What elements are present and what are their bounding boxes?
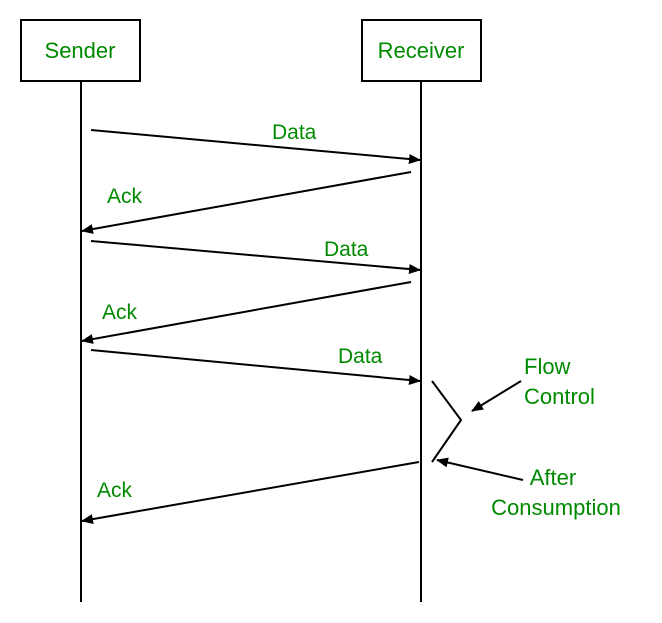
sender-box: Sender — [20, 19, 141, 82]
data-label-1: Data — [272, 121, 317, 144]
message-ack-3: Ack — [81, 461, 420, 525]
data-arrow-3 — [90, 349, 421, 385]
after-consumption-line-2: Consumption — [491, 495, 621, 520]
sender-label: Sender — [45, 38, 116, 63]
data-arrow-2 — [90, 240, 421, 275]
flow-control-bracket — [431, 380, 463, 463]
flow-control-line-1: Flow — [524, 354, 571, 379]
message-data-2: Data — [90, 238, 421, 275]
after-consumption-pointer — [436, 457, 524, 481]
receiver-box: Receiver — [361, 19, 482, 82]
flow-control-text: Flow Control — [524, 354, 595, 409]
flow-control-pointer — [471, 380, 522, 412]
receiver-label: Receiver — [378, 38, 465, 63]
ack-label-2: Ack — [102, 301, 138, 324]
after-consumption-line-1: After — [530, 465, 576, 490]
message-ack-1: Ack — [81, 171, 412, 234]
data-arrow-1 — [90, 129, 421, 164]
data-label-2: Data — [324, 238, 369, 261]
ack-label-1: Ack — [107, 185, 143, 208]
data-label-3: Data — [338, 345, 383, 368]
ack-label-3: Ack — [97, 479, 133, 502]
message-data-1: Data — [90, 121, 421, 164]
ack-arrow-1 — [81, 171, 412, 234]
ack-arrow-2 — [81, 281, 412, 344]
flow-control-line-2: Control — [524, 384, 595, 409]
message-ack-2: Ack — [81, 281, 412, 344]
after-consumption-text: After Consumption — [491, 465, 621, 520]
flow-control-note: Flow Control — [471, 354, 595, 412]
ack-arrow-3 — [81, 461, 420, 525]
after-consumption-note: After Consumption — [436, 457, 621, 520]
message-data-3: Data — [90, 345, 421, 385]
